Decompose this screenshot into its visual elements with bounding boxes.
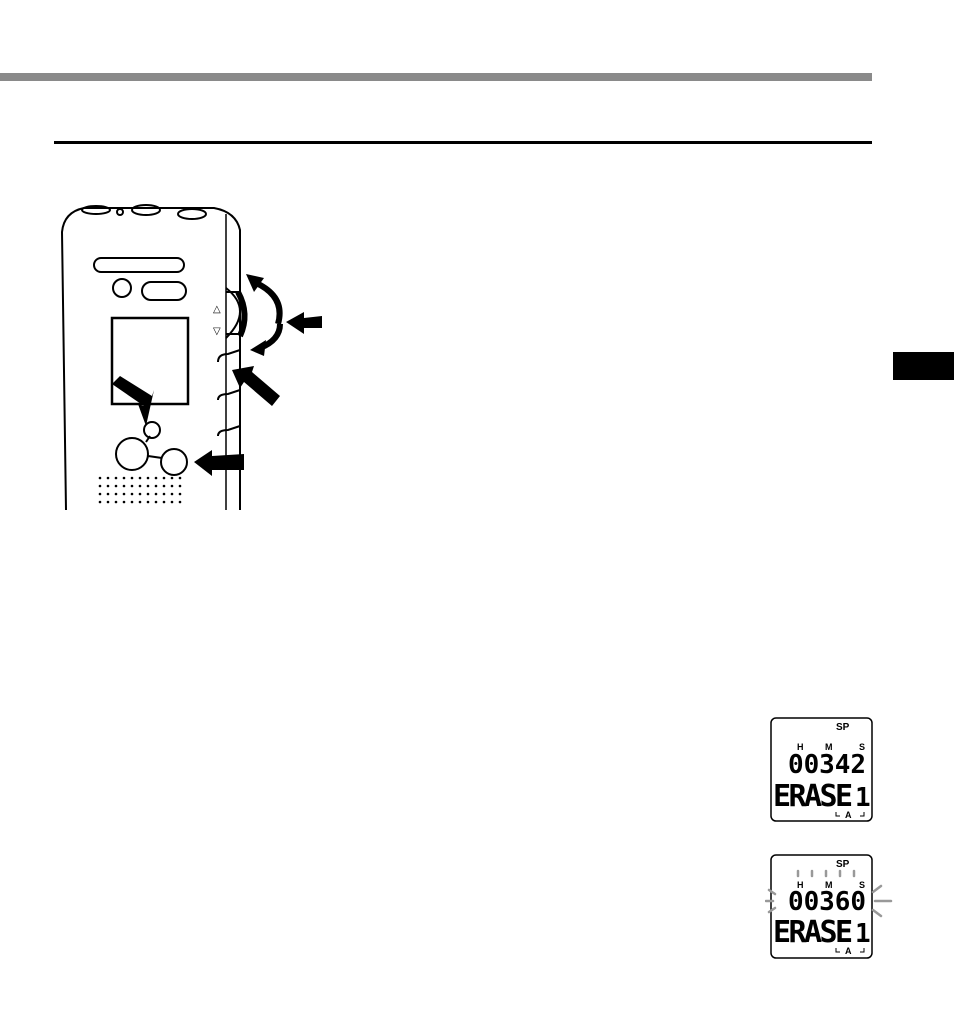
lcd-message: ERASE xyxy=(773,915,853,950)
lcd-file-number: 1 xyxy=(855,783,871,813)
lcd-message: ERASE xyxy=(773,779,853,814)
lcd-mode-label: SP xyxy=(836,859,850,870)
voice-recorder-illustration: △ ▽ xyxy=(54,200,344,512)
lcd-display-1: SP H M S 00342 ERASE 1 A xyxy=(770,717,873,822)
chapter-tab xyxy=(893,352,954,380)
svg-text:▽: ▽ xyxy=(213,326,221,337)
lcd-display-2: SP H M S 00360 ERASE 1 A xyxy=(765,854,895,959)
lcd-file-number: 1 xyxy=(855,919,871,949)
section-rule xyxy=(54,141,872,144)
header-bar xyxy=(0,73,872,81)
lcd-counter: 00360 xyxy=(788,887,866,917)
lcd-folder: A xyxy=(845,946,852,956)
lcd-mode-label: SP xyxy=(836,722,850,733)
lcd-counter: 00342 xyxy=(788,750,866,780)
lcd-folder: A xyxy=(845,810,852,820)
svg-text:△: △ xyxy=(213,304,221,315)
